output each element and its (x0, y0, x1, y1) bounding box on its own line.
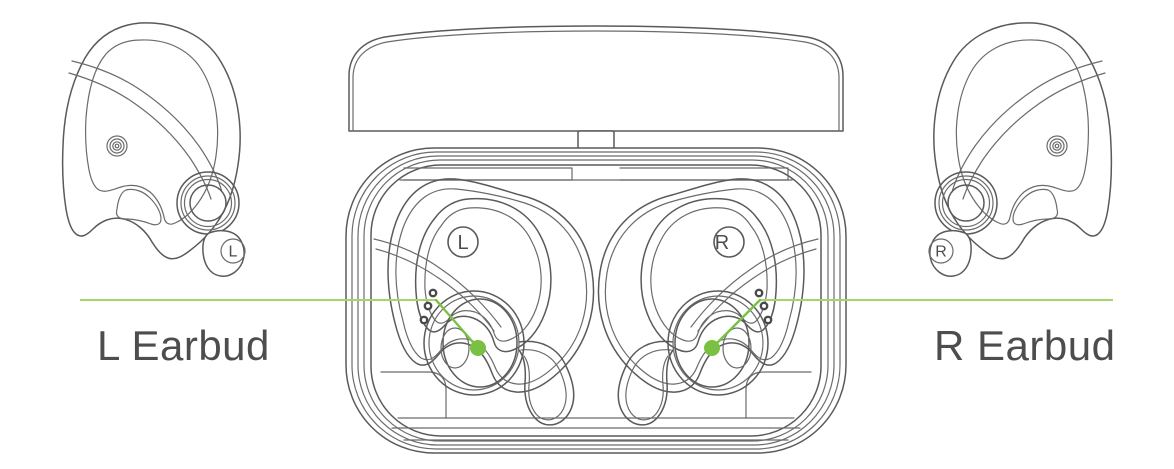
right-seated-earbud-seam (690, 238, 819, 328)
left-seated-earbud-seam-2 (375, 248, 495, 332)
left-earbud-caption: L Earbud (97, 322, 270, 369)
right-seated-earbud-driver (667, 290, 769, 396)
case-lid-outline (348, 25, 844, 132)
charging-contact-dot (423, 301, 433, 311)
right-earbud-seam-line-2 (962, 72, 1106, 200)
case-lid (348, 25, 844, 132)
case-shelf-right (745, 371, 812, 419)
left-seated-earbud-tail (518, 340, 575, 426)
charging-case: L (345, 25, 847, 454)
case-lid-inner-edge (352, 30, 840, 132)
case-shelf-left (380, 371, 447, 419)
charging-contact-dot (763, 315, 773, 325)
right-seated-earbud-tail-inner (625, 349, 672, 421)
right-callout (704, 298, 1113, 356)
case-left-badge-letter: L (457, 232, 468, 254)
right-earbud (928, 22, 1113, 277)
left-earbud-cavity: L (373, 178, 595, 426)
right-seated-earbud-hook-inner (650, 207, 768, 342)
right-cavity-outer-wall (597, 178, 805, 393)
left-earbud-seam-line (71, 60, 223, 193)
charging-contact-dot (419, 315, 429, 325)
left-earbud-eartip-nub (115, 188, 162, 226)
left-callout (80, 298, 486, 356)
right-earbud-touch-control (934, 171, 998, 235)
right-seated-earbud-tail (617, 340, 674, 426)
left-callout-leader (434, 298, 480, 350)
right-earbud-microphone-port (1046, 135, 1068, 157)
charging-contact-dot (754, 288, 764, 298)
case-left-badge-circle (447, 226, 479, 258)
left-earbud-tag-circle (220, 238, 246, 264)
left-earbud-microphone-port (106, 135, 128, 157)
right-callout-node (704, 340, 720, 356)
right-cavity-outer-wall-2 (604, 188, 797, 385)
left-earbud-tag-letter: L (229, 244, 238, 261)
right-earbud-outer-shell (933, 22, 1113, 260)
left-seated-earbud-hook (414, 197, 552, 353)
left-earbud: L (61, 22, 246, 277)
left-earbud-earhook-inner (85, 39, 219, 225)
left-cavity-outer-wall-2 (395, 188, 588, 385)
right-earbud-cavity (597, 178, 819, 426)
case-right-badge-letter: R (715, 232, 729, 254)
right-earbud-tag-letter: R (935, 244, 947, 261)
right-earbud-tag-body (929, 229, 972, 277)
right-earbud-earhook-inner (955, 39, 1089, 225)
left-earbud-touch-control (176, 171, 240, 235)
right-seated-earbud-hook (640, 197, 778, 353)
left-earbud-seam-line-2 (68, 72, 212, 200)
right-earbud-caption: R Earbud (934, 322, 1116, 369)
right-earbud-tag-circle (928, 238, 954, 264)
right-callout-leader (710, 298, 762, 350)
right-earbud-eartip-nub (1012, 188, 1059, 226)
charging-contact-dot (759, 301, 769, 311)
left-seated-earbud-seam (373, 238, 502, 328)
left-earbud-outer-shell (61, 22, 241, 260)
right-earbud-seam-line (951, 60, 1103, 193)
case-right-badge-circle (713, 226, 745, 258)
left-cavity-outer-wall (387, 178, 595, 393)
left-earbud-tag-body (202, 229, 245, 277)
right-seated-earbud-seam-2 (697, 248, 817, 332)
left-callout-node (470, 340, 486, 356)
left-seated-earbud-hook-inner (424, 207, 542, 342)
left-seated-earbud-tail-inner (520, 349, 567, 421)
left-seated-earbud-driver (423, 290, 525, 396)
charging-contact-dot (428, 288, 438, 298)
